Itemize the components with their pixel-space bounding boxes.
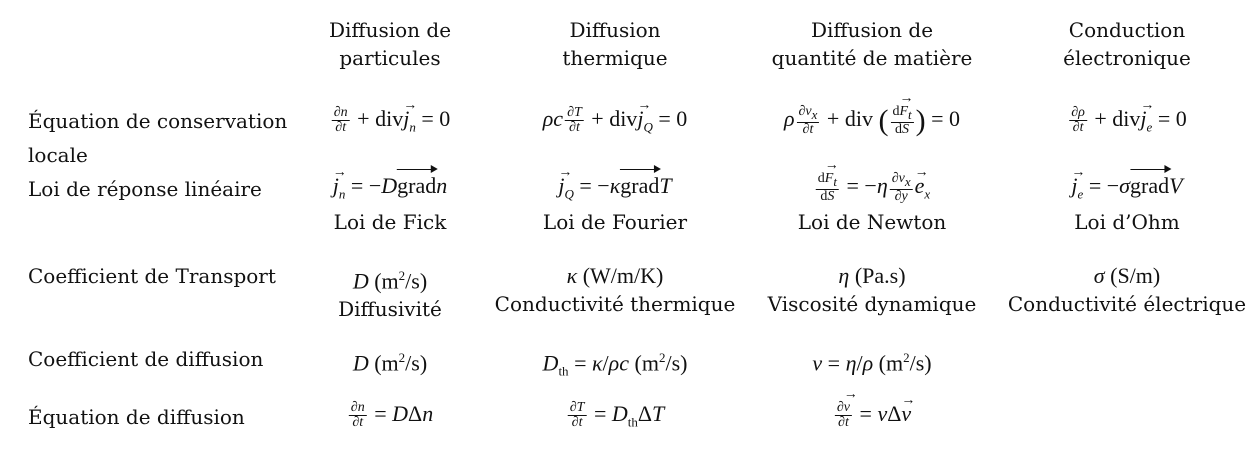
- row-label-diffusion-coef: Coefficient de diffusion: [28, 347, 264, 371]
- header-line2: électronique: [1063, 46, 1191, 70]
- header-line1: Conduction: [1068, 18, 1186, 42]
- cell-response-thermique: jQ = −κgradT Loi de Fourier: [542, 159, 688, 236]
- law-fourier: Loi de Fourier: [542, 210, 688, 235]
- diffeq-particules: ∂n∂t = DΔn: [348, 400, 434, 431]
- name-conductivite-electrique: Conductivité électrique: [1007, 292, 1247, 316]
- cell-response-electronique: je = −σgradV Loi d’Ohm: [1071, 159, 1182, 236]
- cell-transport-particules: D (m2/s) Diffusivité: [338, 262, 442, 323]
- row-label-response: Loi de réponse linéaire: [28, 177, 262, 201]
- name-conductivite-thermique: Conductivité thermique: [494, 292, 736, 316]
- header-line1: Diffusion de: [328, 18, 452, 42]
- cell-response-particules: jn = −Dgradn Loi de Fick: [333, 159, 447, 236]
- eq-conservation-matiere: ρ∂vx∂t + div (dFtdS) = 0: [784, 92, 960, 137]
- eq-fick: jn = −Dgradn: [333, 159, 447, 208]
- eq-fourier: jQ = −κgradT: [543, 159, 687, 208]
- name-diffusivite: Diffusivité: [338, 297, 442, 322]
- header-thermique: Diffusion thermique: [562, 16, 667, 72]
- eq-conservation-electronique: ∂ρ∂t + divje = 0: [1067, 92, 1187, 141]
- row-label-conservation: Équation de conservation locale: [28, 107, 287, 169]
- diffcoef-particules: D (m2/s): [352, 350, 428, 376]
- coef-sigma: σ (S/m): [1093, 263, 1161, 288]
- diffeq-thermique: ∂T∂t = DthΔT: [567, 400, 665, 431]
- coef-D: D (m2/s): [352, 268, 428, 294]
- law-fick: Loi de Fick: [333, 210, 447, 235]
- header-line2: particules: [339, 46, 441, 70]
- header-line1: Diffusion: [569, 18, 661, 42]
- cell-response-matiere: dFtdS = −η∂vx∂yex Loi de Newton: [797, 159, 947, 236]
- diffeq-matiere: ∂v∂t = νΔv: [833, 387, 911, 430]
- header-quantite-matiere: Diffusion de quantité de matière: [772, 16, 973, 72]
- name-viscosite: Viscosité dynamique: [767, 292, 977, 316]
- header-line2: thermique: [562, 46, 668, 70]
- law-newton: Loi de Newton: [797, 210, 947, 235]
- row-label-diffusion-eq: Équation de diffusion: [28, 405, 245, 429]
- row-label-line2: locale: [28, 143, 88, 167]
- cell-transport-thermique: κ (W/m/K) Conductivité thermique: [495, 262, 736, 318]
- coef-eta: η (Pa.s): [838, 263, 906, 288]
- row-label-line1: Équation de conservation: [28, 109, 288, 133]
- header-line1: Diffusion de: [810, 18, 934, 42]
- eq-ohm: je = −σgradV: [1071, 159, 1182, 208]
- diffcoef-matiere: ν = η/ρ (m2/s): [812, 350, 932, 376]
- header-electronique: Conduction électronique: [1063, 16, 1191, 72]
- law-ohm: Loi d’Ohm: [1074, 210, 1180, 235]
- row-label-transport: Coefficient de Transport: [28, 264, 276, 288]
- eq-conservation-particules: ∂n∂t + divjn = 0: [330, 92, 450, 141]
- cell-transport-electronique: σ (S/m) Conductivité électrique: [1008, 262, 1246, 318]
- cell-transport-matiere: η (Pa.s) Viscosité dynamique: [768, 262, 977, 318]
- diffcoef-thermique: Dth = κ/ρc (m2/s): [542, 350, 688, 379]
- coef-kappa: κ (W/m/K): [566, 263, 664, 288]
- header-particules: Diffusion de particules: [329, 16, 451, 72]
- eq-newton: dFtdS = −η∂vx∂yex: [798, 159, 947, 208]
- eq-conservation-thermique: ρc∂T∂t + divjQ = 0: [543, 92, 688, 141]
- header-line2: quantité de matière: [771, 46, 973, 70]
